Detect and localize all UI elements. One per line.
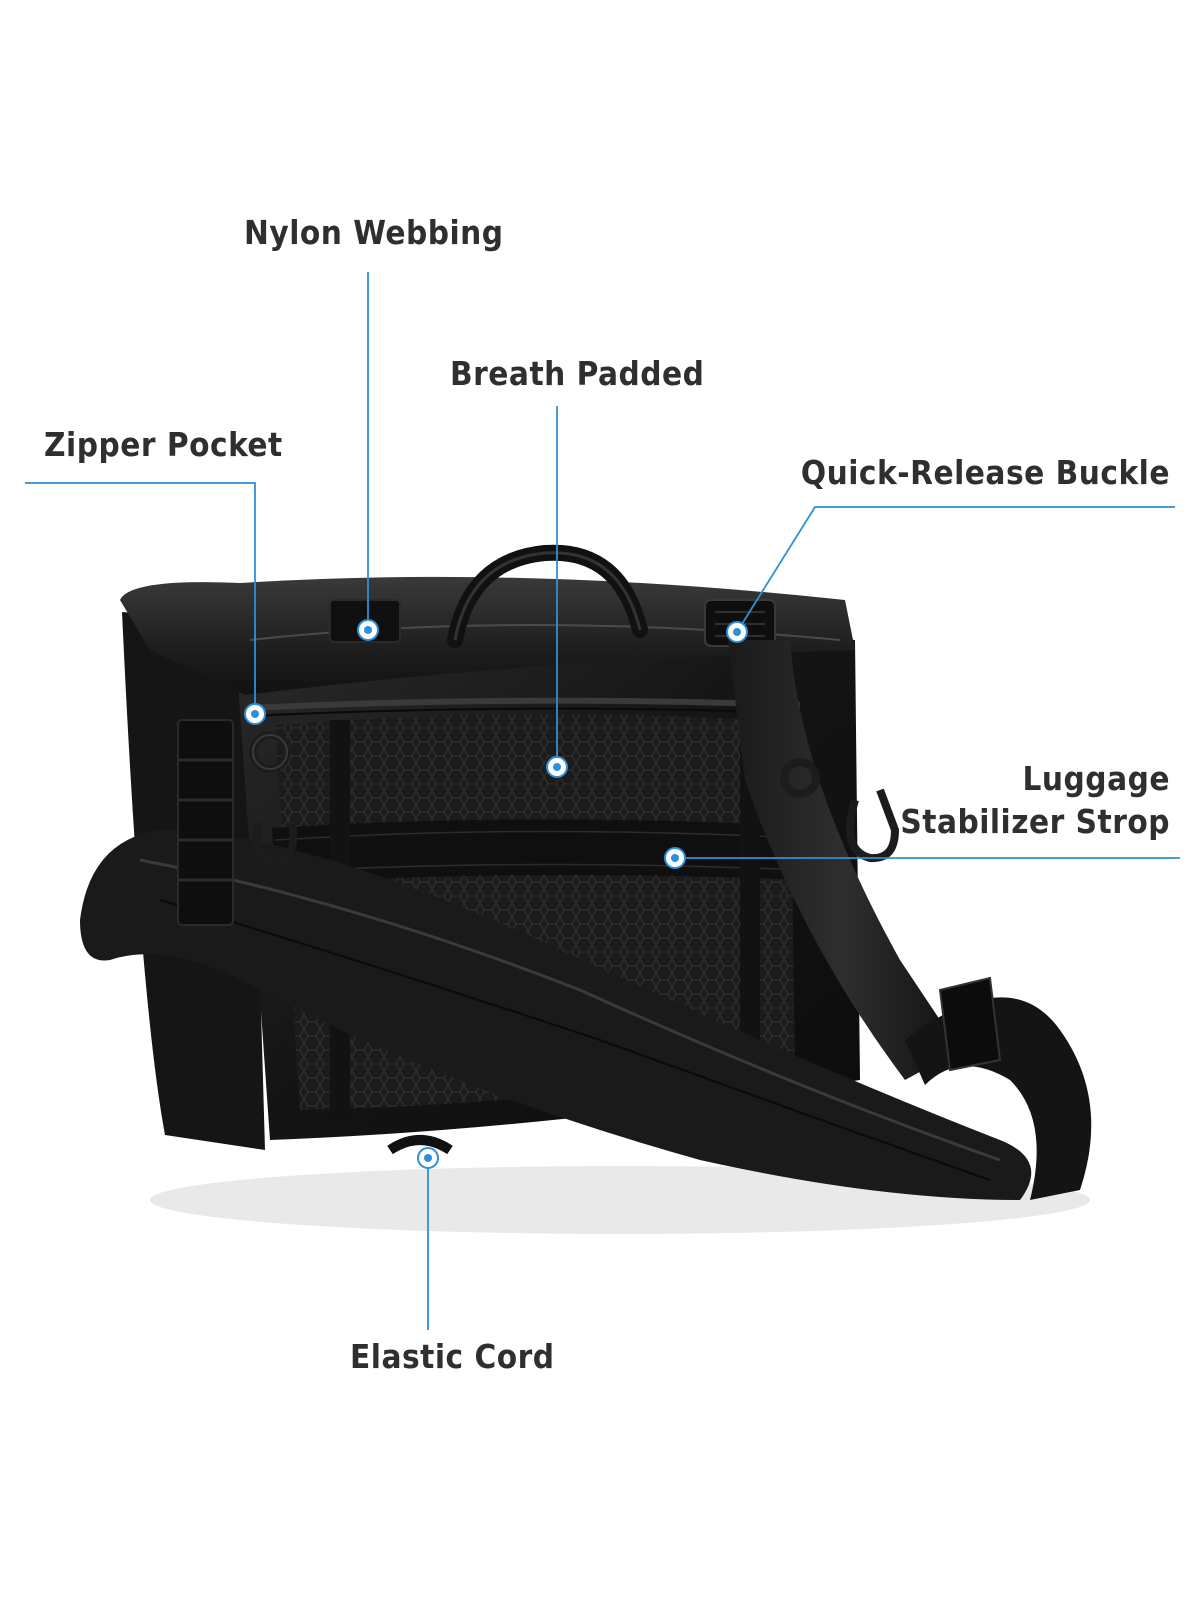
zipper-track <box>249 697 801 711</box>
marker-breath-padded <box>546 756 568 778</box>
callout-markers <box>244 619 748 1169</box>
label-luggage-stabilizer-strop: Luggage Stabilizer Strop <box>900 758 1170 844</box>
molle-panel <box>177 719 234 926</box>
label-elastic-cord: Elastic Cord <box>350 1337 555 1376</box>
shoulder-strap-right <box>728 640 960 1080</box>
marker-nylon-webbing <box>357 619 379 641</box>
marker-zipper-pocket <box>244 703 266 725</box>
stabilizer-strap <box>272 819 802 884</box>
marker-quick-release-buckle <box>726 621 748 643</box>
bag-flap <box>120 576 855 695</box>
label-quick-release-buckle: Quick-Release Buckle <box>800 453 1170 492</box>
label-luggage-line1: Luggage <box>1022 759 1170 798</box>
marker-luggage-stabilizer <box>664 847 686 869</box>
label-zipper-pocket: Zipper Pocket <box>44 425 283 464</box>
elastic-cord-loop <box>387 1135 453 1155</box>
padded-shoulder-strap <box>80 830 1032 1200</box>
marker-elastic-cord <box>417 1147 439 1169</box>
label-nylon-webbing: Nylon Webbing <box>244 213 504 252</box>
label-luggage-line2: Stabilizer Strop <box>900 801 1170 841</box>
label-breath-padded: Breath Padded <box>450 354 705 393</box>
callout-lines <box>25 272 1180 1330</box>
